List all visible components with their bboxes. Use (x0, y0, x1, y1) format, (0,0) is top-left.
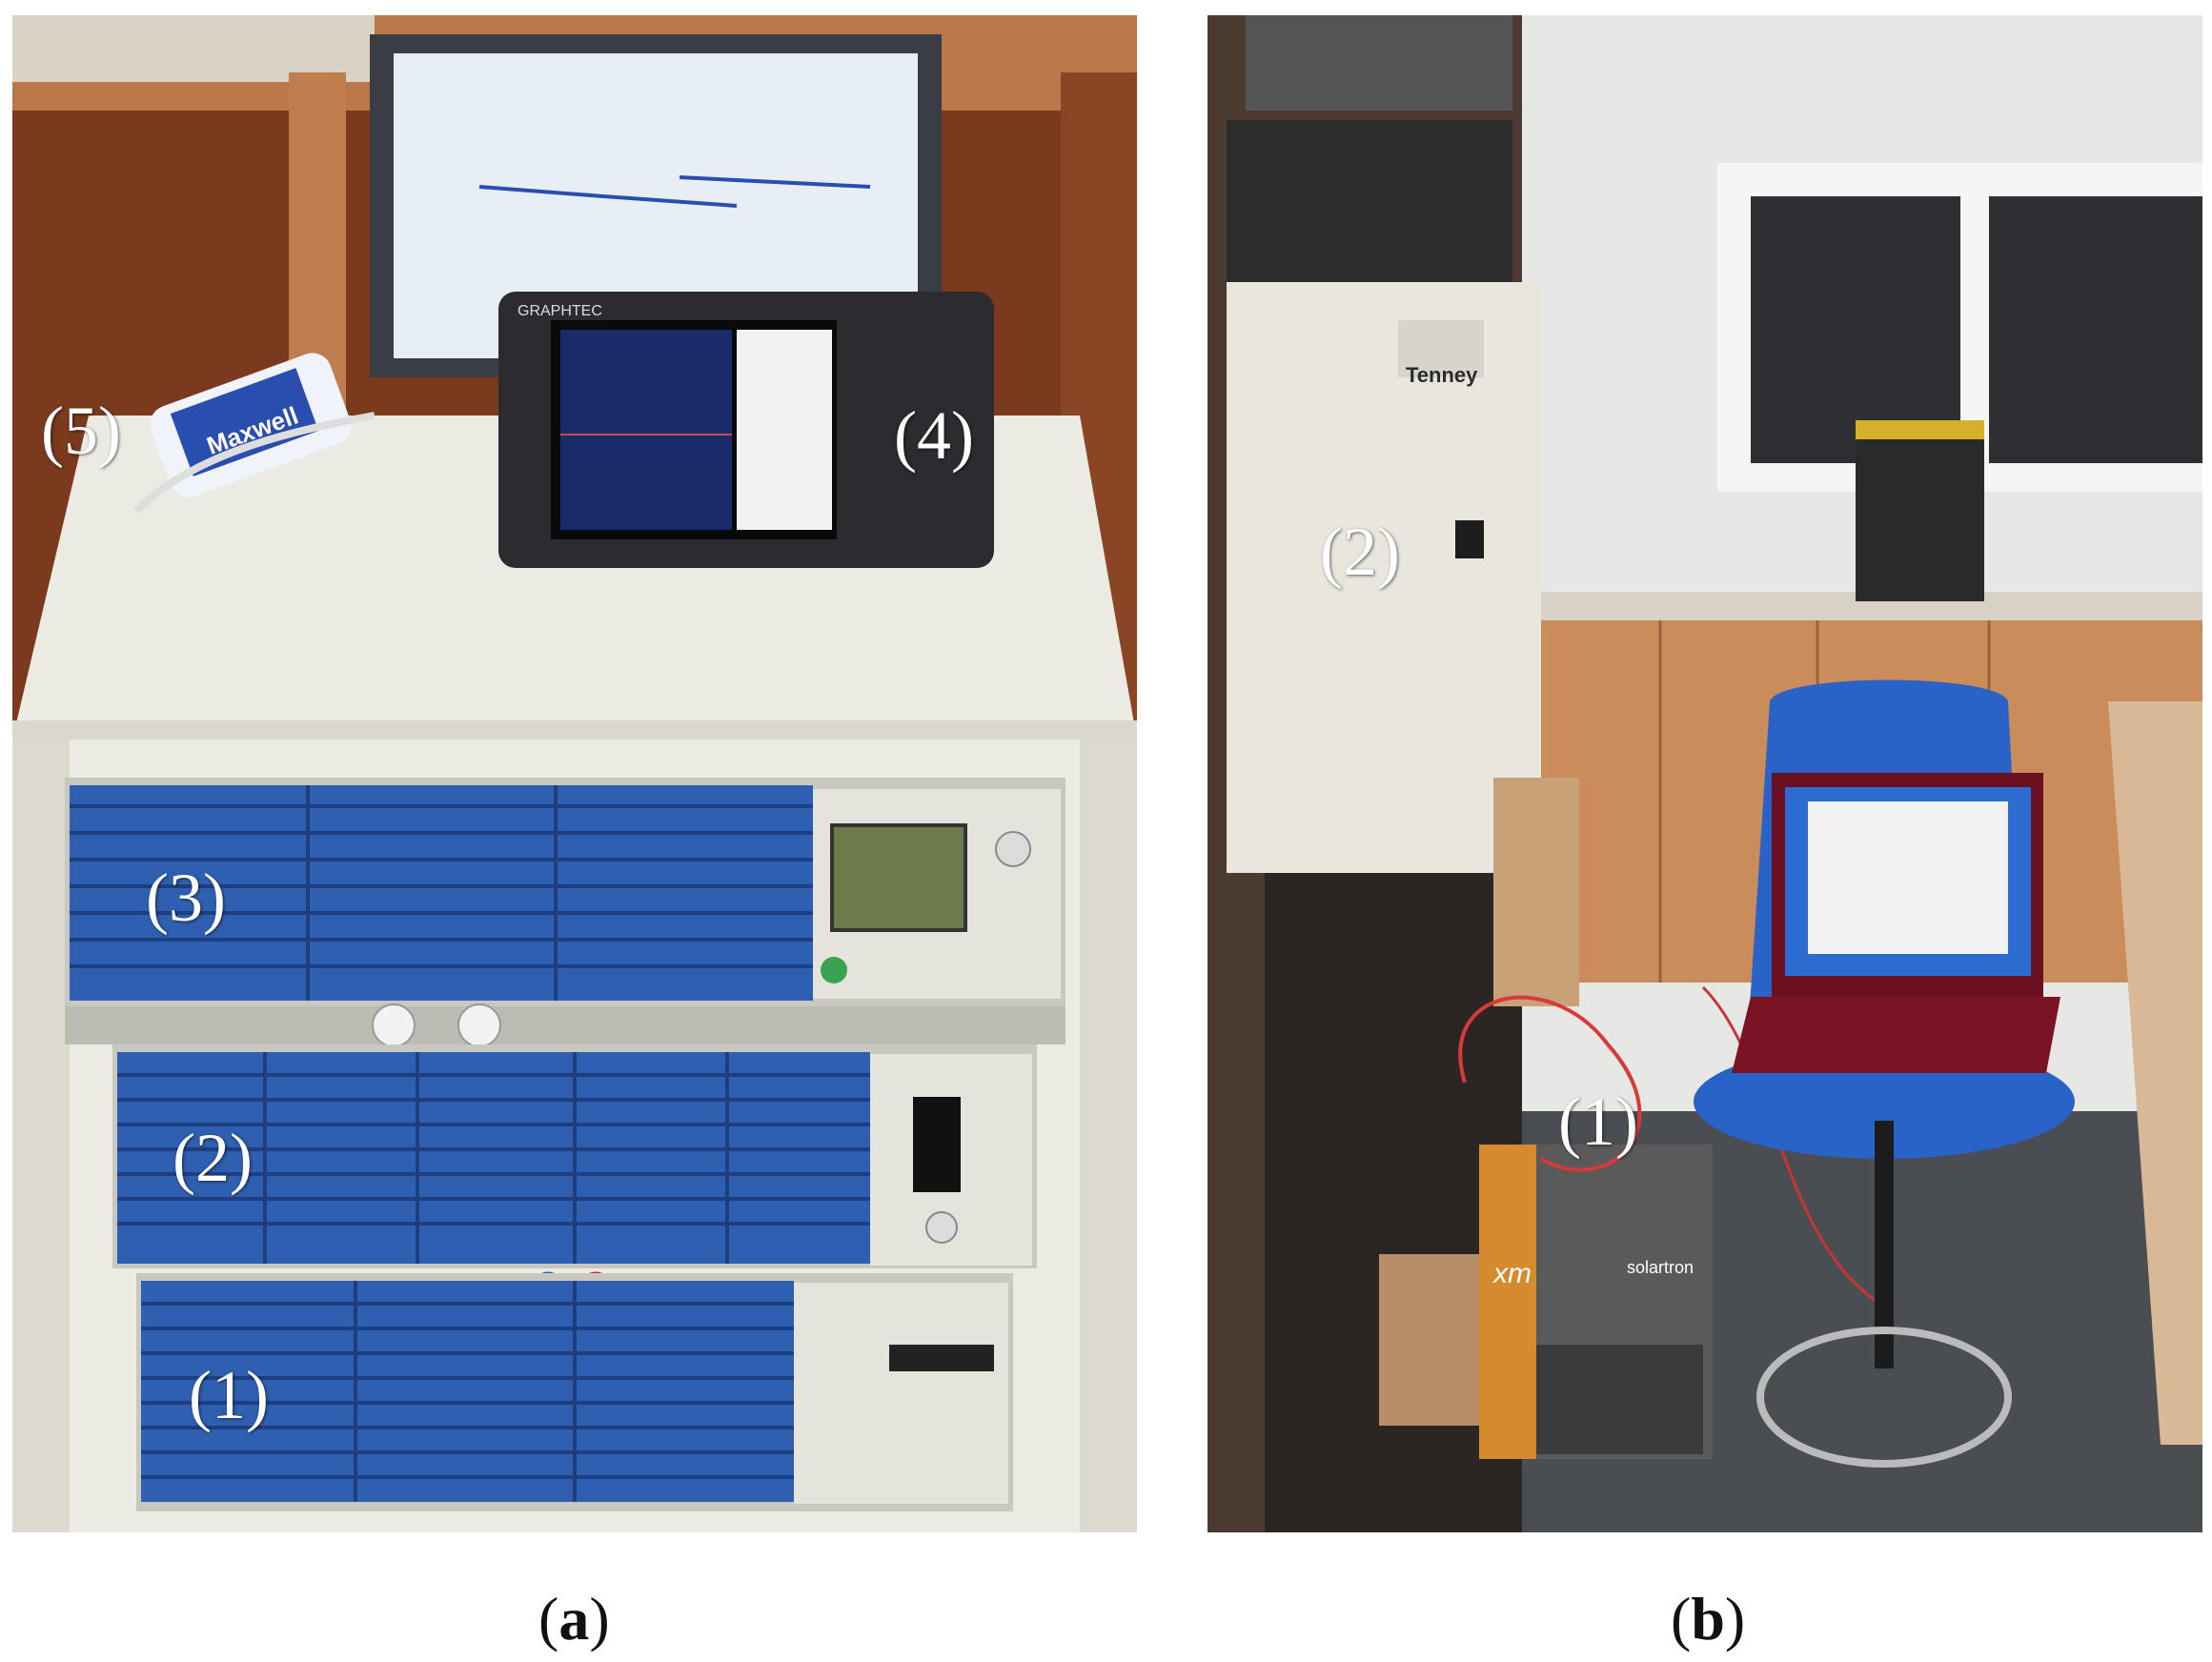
label-item-2-b: (2) (1320, 514, 1400, 590)
logger-brand-text: GRAPHTEC (517, 303, 602, 319)
power-supply-unit-1 (136, 1273, 1013, 1511)
photo-panel-a: GRAPHTEC Maxwell (5) (4) (3) (2) (1) (12, 15, 1137, 1532)
caption-b-letter: b (1691, 1585, 1725, 1652)
caption-a-open: ( (538, 1585, 559, 1652)
analyzer-brand-text: solartron (1627, 1258, 1694, 1277)
lab-equipment-photo-a: GRAPHTEC Maxwell (12, 15, 1137, 1532)
label-item-1-b: (1) (1558, 1084, 1638, 1160)
electronic-load-unit-3 (65, 778, 1065, 1047)
laptop-b (1732, 773, 2060, 1073)
lab-room-photo-b: Tenney xm solartron (1207, 15, 2202, 1532)
label-item-1: (1) (189, 1357, 269, 1433)
supercapacitor-cell: Maxwell (150, 353, 352, 497)
caption-b-close: ) (1724, 1585, 1746, 1652)
impedance-analyzer-device: xm solartron (1479, 1145, 1713, 1459)
photo-panel-b: Tenney xm solartron (1207, 15, 2202, 1532)
label-item-2: (2) (172, 1120, 253, 1196)
data-logger-device: GRAPHTEC (498, 292, 994, 568)
power-supply-unit-2 (112, 1044, 1037, 1304)
caption-a: (a) (538, 1584, 610, 1654)
analyzer-model-text: xm (1492, 1258, 1532, 1289)
label-item-5: (5) (41, 393, 121, 469)
caption-b-open: ( (1671, 1585, 1692, 1652)
label-item-4: (4) (894, 397, 974, 474)
label-item-3: (3) (146, 860, 226, 936)
caption-a-letter: a (558, 1585, 590, 1652)
caption-a-close: ) (589, 1585, 610, 1652)
caption-b: (b) (1671, 1584, 1745, 1654)
chamber-brand-text: Tenney (1406, 363, 1478, 387)
